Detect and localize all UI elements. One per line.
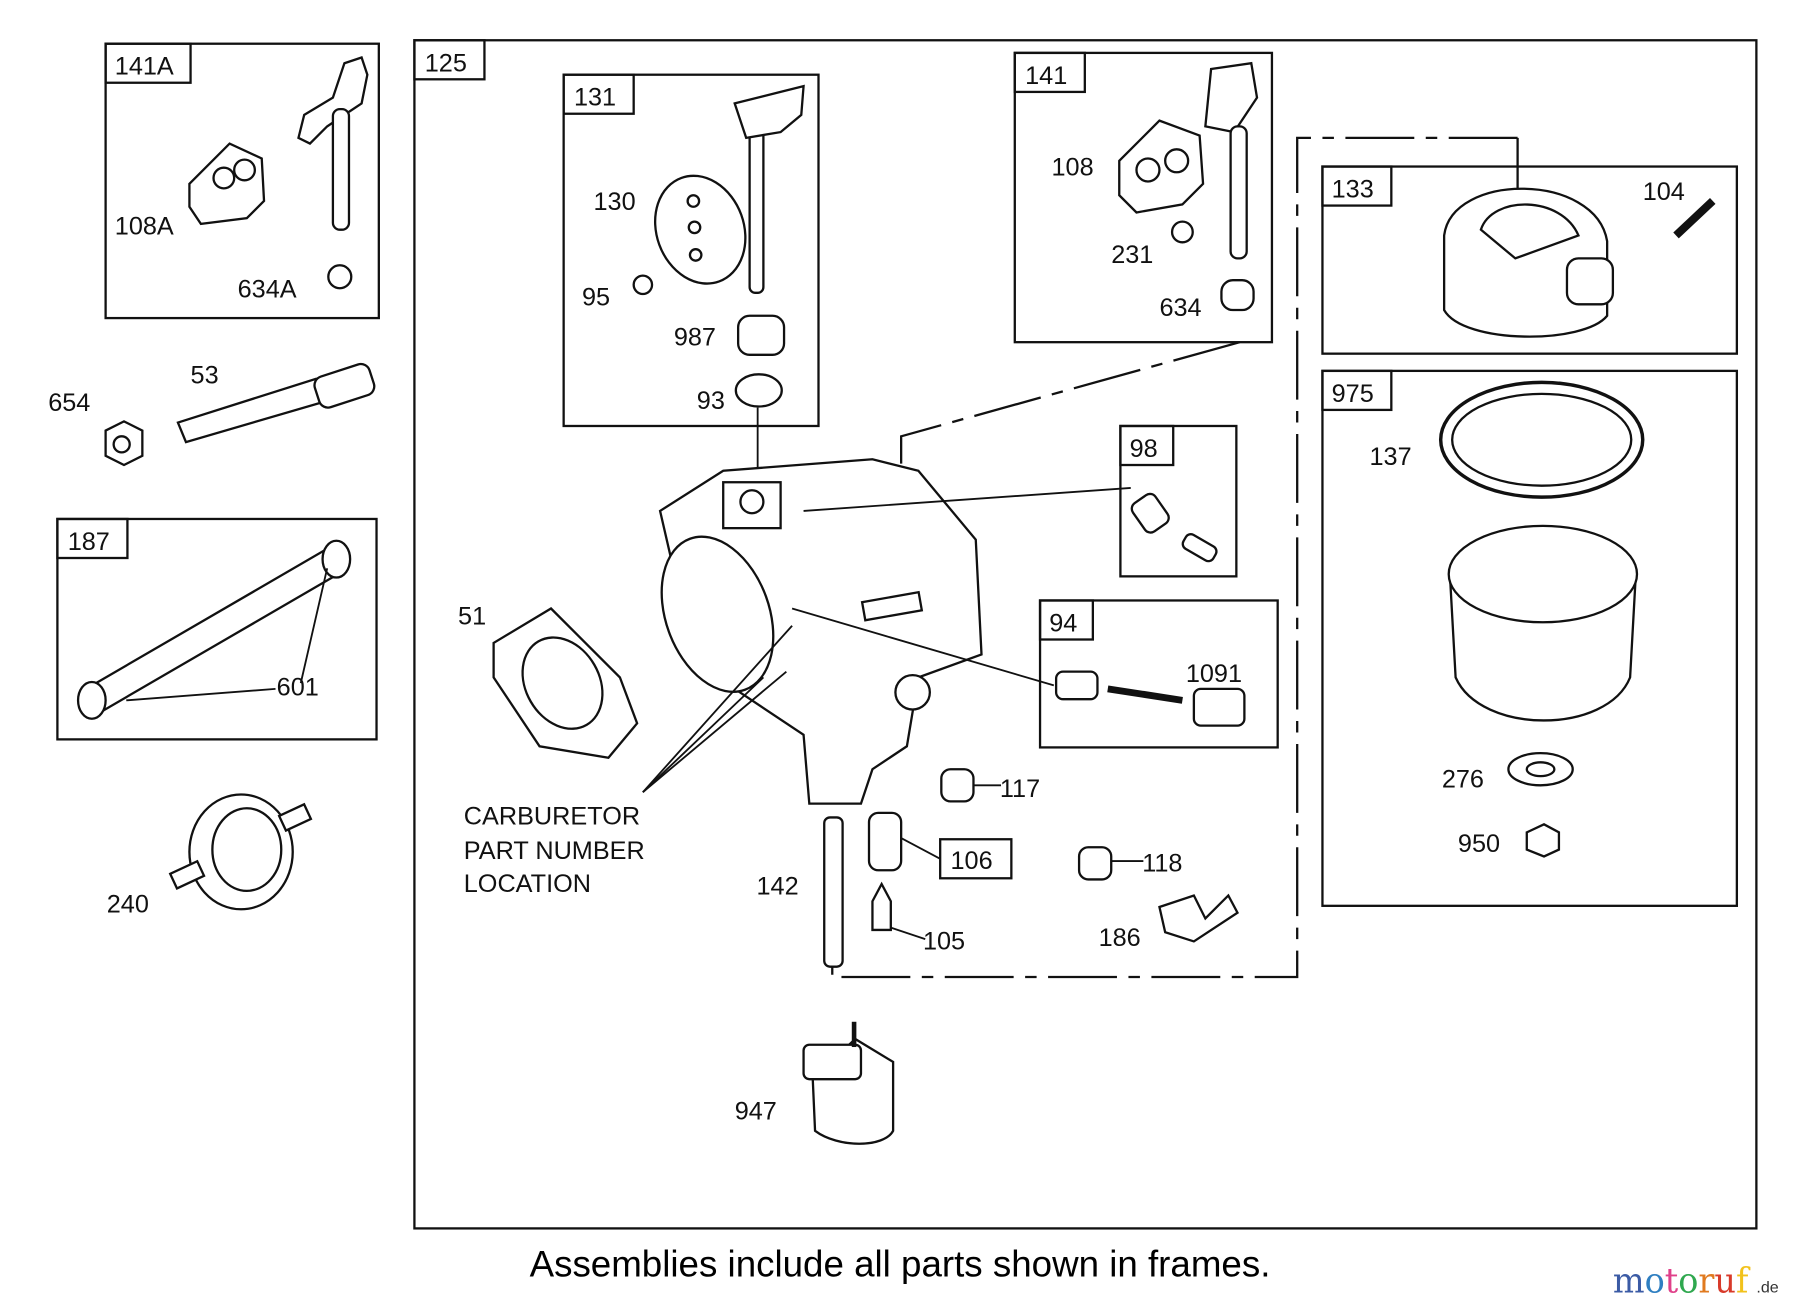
frame-label-125: 125	[425, 49, 467, 77]
part-labels: 108A 634A 654 53 601 240 130 95 987 93 1…	[48, 154, 1685, 1126]
label-108: 108	[1052, 154, 1094, 182]
part-drawings	[76, 56, 1716, 1145]
label-276: 276	[1442, 766, 1484, 794]
label-240: 240	[107, 891, 149, 919]
label-654: 654	[48, 389, 90, 417]
frame-label-975: 975	[1332, 380, 1374, 408]
frame-98: 98	[1119, 424, 1238, 578]
frame-141: 141	[1013, 51, 1274, 344]
frame-106: 106	[939, 838, 1013, 880]
label-117: 117	[1000, 775, 1040, 803]
label-137: 137	[1370, 443, 1412, 471]
label-947: 947	[735, 1097, 777, 1125]
frame-125: 125	[413, 39, 1758, 1230]
frame-label-106: 106	[951, 847, 993, 875]
frame-141A: 141A	[104, 42, 380, 320]
label-1091: 1091	[1186, 660, 1242, 688]
label-634A: 634A	[238, 275, 297, 303]
label-105: 105	[923, 927, 965, 955]
label-950: 950	[1458, 830, 1500, 858]
label-601: 601	[277, 674, 319, 702]
footer-note: Assemblies include all parts shown in fr…	[530, 1244, 1271, 1285]
label-108A: 108A	[115, 212, 174, 240]
note-line-1: CARBURETOR	[464, 802, 640, 830]
label-93: 93	[697, 387, 725, 415]
label-118: 118	[1142, 849, 1182, 877]
frame-label-187: 187	[68, 528, 110, 556]
frame-187: 187	[56, 517, 378, 741]
note-line-3: LOCATION	[464, 870, 591, 898]
watermark-suffix: .de	[1756, 1279, 1778, 1297]
frame-label-94: 94	[1049, 609, 1077, 637]
frame-label-131: 131	[574, 84, 616, 112]
label-186: 186	[1099, 924, 1141, 952]
label-51: 51	[458, 603, 486, 631]
frame-label-98: 98	[1130, 435, 1158, 463]
watermark-text: motoruf	[1613, 1262, 1751, 1302]
label-142: 142	[757, 872, 799, 900]
carburetor-part-number-note: CARBURETOR PART NUMBER LOCATION	[464, 802, 645, 898]
label-130: 130	[593, 188, 635, 216]
frame-133: 133	[1321, 165, 1739, 355]
label-95: 95	[582, 283, 610, 311]
label-231: 231	[1111, 241, 1153, 269]
watermark-logo: motoruf .de	[1613, 1262, 1779, 1302]
frame-94: 94	[1038, 599, 1279, 749]
frame-label-141: 141	[1025, 62, 1067, 90]
label-104: 104	[1643, 178, 1685, 206]
frame-label-133: 133	[1332, 176, 1374, 204]
label-987: 987	[674, 324, 716, 352]
label-634: 634	[1159, 294, 1201, 322]
frame-975: 975	[1321, 369, 1739, 907]
frame-131: 131	[562, 73, 820, 428]
label-53: 53	[191, 362, 219, 390]
frame-label-141A: 141A	[115, 53, 174, 81]
note-line-2: PART NUMBER	[464, 837, 645, 865]
